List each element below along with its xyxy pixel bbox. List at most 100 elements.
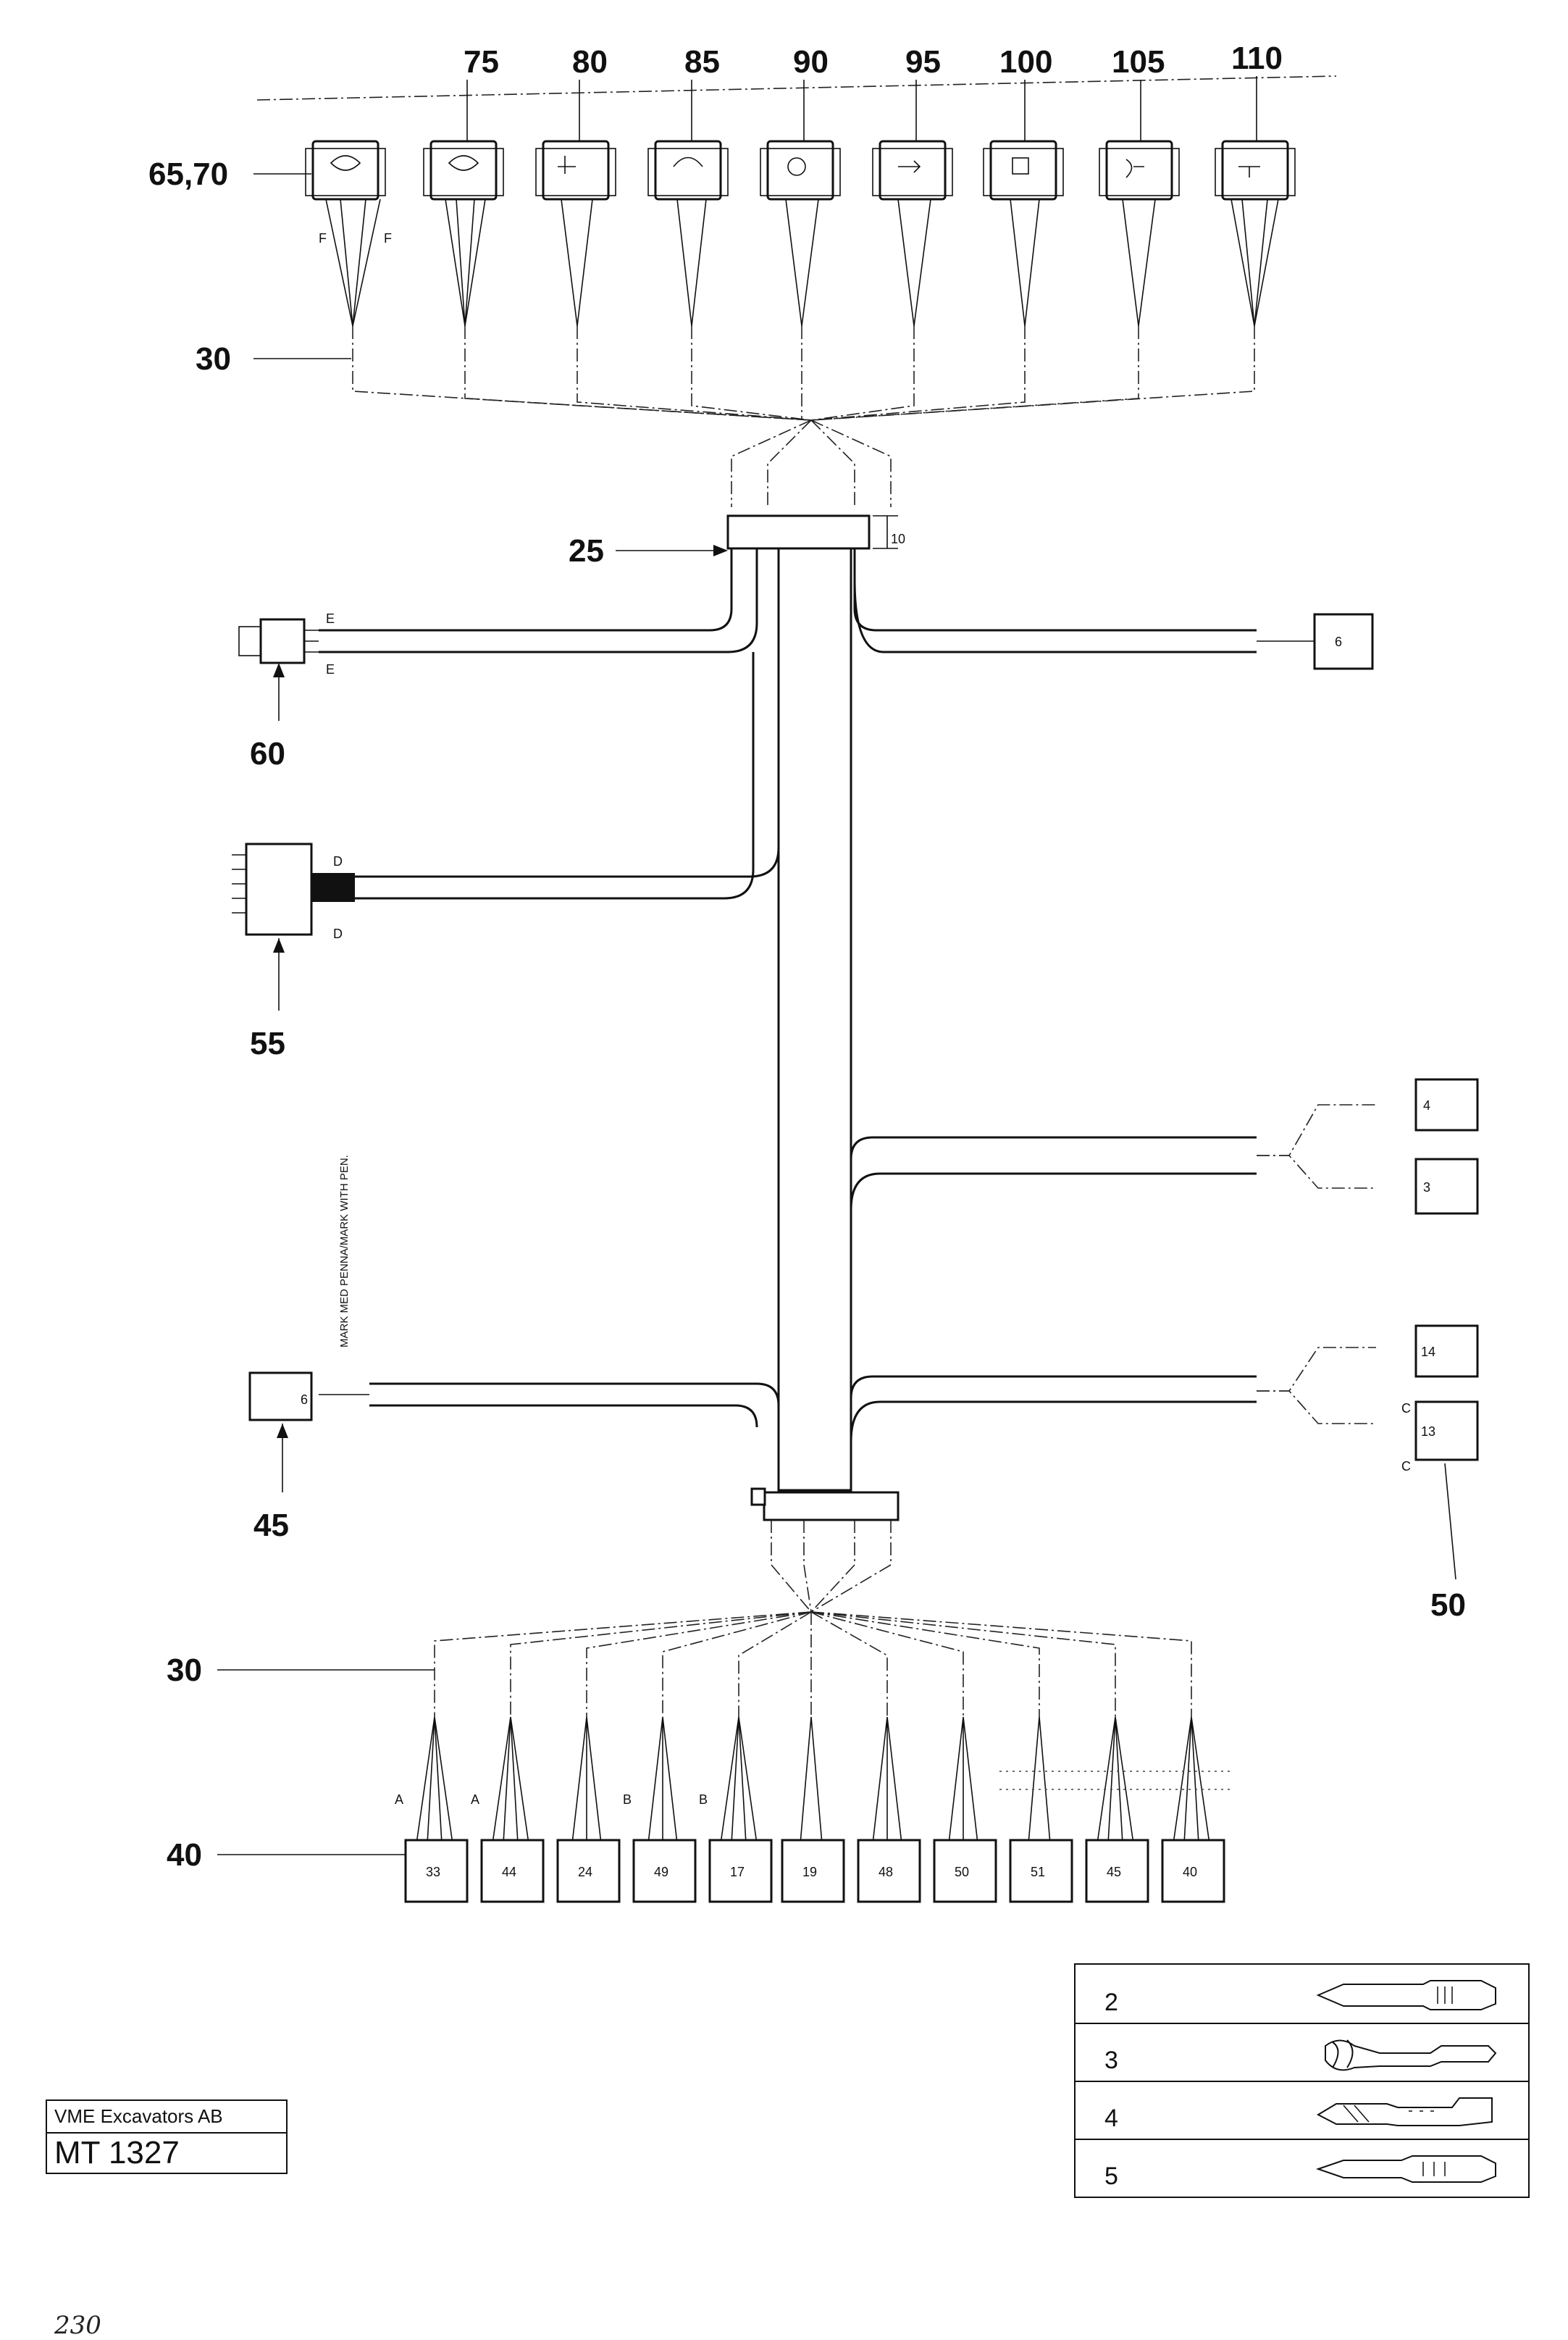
dim-f-right: F: [384, 231, 392, 246]
title-block: VME Excavators AB MT 1327: [46, 2099, 288, 2174]
terminal-table: 2 3 4 5: [1074, 1963, 1530, 2198]
dim-d-bottom: D: [333, 927, 343, 941]
terminal-row: 3: [1076, 2023, 1528, 2082]
top-fan-lines: [352, 326, 1255, 507]
callout-55: 55: [250, 1026, 285, 1061]
clamp-25: [726, 514, 871, 550]
svg-text:44: 44: [502, 1865, 516, 1879]
svg-text:13: 13: [1421, 1424, 1435, 1439]
svg-text:6: 6: [1335, 635, 1342, 649]
terminal-crimp-closed-icon: [1316, 2097, 1493, 2126]
connector-55: [232, 843, 313, 936]
callout-25: 25: [569, 533, 604, 569]
branch-right-top: [853, 548, 1257, 632]
callout-75: 75: [464, 44, 499, 80]
dim-a-left: A: [395, 1792, 403, 1807]
dim-a-right: A: [471, 1792, 479, 1807]
switch-90: [760, 140, 841, 327]
dim-c-top: C: [1401, 1401, 1411, 1416]
callout-105: 105: [1112, 44, 1165, 80]
switch-75: [423, 140, 504, 327]
callout-60: 60: [250, 736, 285, 772]
dim-c-bottom: C: [1401, 1459, 1411, 1474]
connector-49: 49: [632, 1716, 697, 1903]
clamp-bottom: [763, 1491, 900, 1521]
terminal-row: 4: [1076, 2081, 1528, 2140]
arrow-25: [713, 545, 728, 556]
callout-110: 110: [1231, 41, 1283, 76]
switch-100: [983, 140, 1064, 327]
main-trunk: [730, 547, 856, 1492]
svg-text:33: 33: [426, 1865, 440, 1879]
svg-text:3: 3: [1423, 1180, 1430, 1195]
callout-40: 40: [167, 1837, 202, 1873]
branch-right-upper: [850, 1136, 1257, 1188]
connector-45: 6: [248, 1371, 313, 1421]
svg-text:48: 48: [879, 1865, 893, 1879]
bottom-fan-lines: [434, 1520, 1192, 1717]
top-leaders: [466, 76, 1257, 141]
connector-19: 19: [781, 1716, 845, 1903]
callout-30-top: 30: [196, 341, 231, 377]
title-block-code: MT 1327: [54, 2135, 180, 2170]
switch-85: [647, 140, 729, 327]
terminal-straight-icon: [1316, 1980, 1496, 2010]
callout-85: 85: [684, 44, 720, 80]
handwritten-note: 230: [54, 2311, 101, 2340]
svg-text:40: 40: [1183, 1865, 1197, 1879]
dim-f-left: F: [319, 231, 327, 246]
svg-text:14: 14: [1421, 1345, 1435, 1359]
terminal-number: 2: [1104, 1989, 1118, 2016]
switch-80: [535, 140, 616, 327]
svg-text:50: 50: [955, 1865, 969, 1879]
sleeve-55: [311, 873, 355, 902]
connector-right-13: 13: [1414, 1400, 1479, 1461]
callout-30-bottom: 30: [167, 1652, 202, 1688]
svg-text:51: 51: [1031, 1865, 1045, 1879]
terminal-number: 5: [1104, 2163, 1118, 2190]
branch-60: [319, 548, 733, 632]
callout-90: 90: [793, 44, 829, 80]
callout-65-70: 65,70: [148, 156, 228, 192]
switch-65-70: [305, 140, 386, 327]
title-block-company: VME Excavators AB: [47, 2101, 286, 2134]
switch-95: [872, 140, 953, 327]
terminal-row: 2: [1076, 1965, 1528, 2024]
callout-95: 95: [905, 44, 941, 80]
bottom-connector-row: 33 44 24 49 17 19 48: [404, 1716, 1225, 1903]
callout-45: 45: [253, 1508, 289, 1543]
top-reference-line: [256, 75, 1337, 101]
connector-right-14: 14: [1414, 1324, 1479, 1378]
callout-50: 50: [1430, 1587, 1466, 1623]
branch-right-lower: [850, 1375, 1257, 1420]
connector-48: 48: [857, 1716, 921, 1903]
terminal-outline-icon: [1315, 2155, 1496, 2183]
svg-text:49: 49: [654, 1865, 668, 1879]
terminal-number: 3: [1104, 2047, 1118, 2074]
connector-45b: 45: [1085, 1716, 1149, 1903]
switch-105: [1099, 140, 1180, 327]
connector-24: 24: [556, 1716, 621, 1903]
connector-50: 50: [933, 1716, 997, 1903]
dim-d-top: D: [333, 854, 343, 869]
svg-text:4: 4: [1423, 1098, 1430, 1113]
terminal-crimp-open-icon: [1325, 2039, 1497, 2071]
svg-text:6: 6: [301, 1392, 308, 1407]
connector-right-6: 6: [1313, 613, 1374, 670]
dim-e-bottom: E: [326, 662, 335, 677]
mark-with-pen-note: MARK MED PENNA/MARK WITH PEN.: [338, 1155, 351, 1347]
dim-10: 10: [891, 532, 905, 546]
terminal-number: 4: [1104, 2105, 1118, 2132]
callout-80: 80: [572, 44, 608, 80]
connector-17: 17: [708, 1716, 773, 1903]
connector-44: 44: [480, 1716, 545, 1903]
branch-45: [369, 1382, 780, 1420]
svg-text:17: 17: [730, 1865, 745, 1879]
top-switch-row: [305, 140, 1296, 327]
dim-b-left: B: [623, 1792, 632, 1807]
svg-text:24: 24: [578, 1865, 592, 1879]
svg-text:19: 19: [802, 1865, 817, 1879]
connector-51: 51: [1009, 1716, 1073, 1903]
connector-33: 33: [404, 1716, 469, 1903]
